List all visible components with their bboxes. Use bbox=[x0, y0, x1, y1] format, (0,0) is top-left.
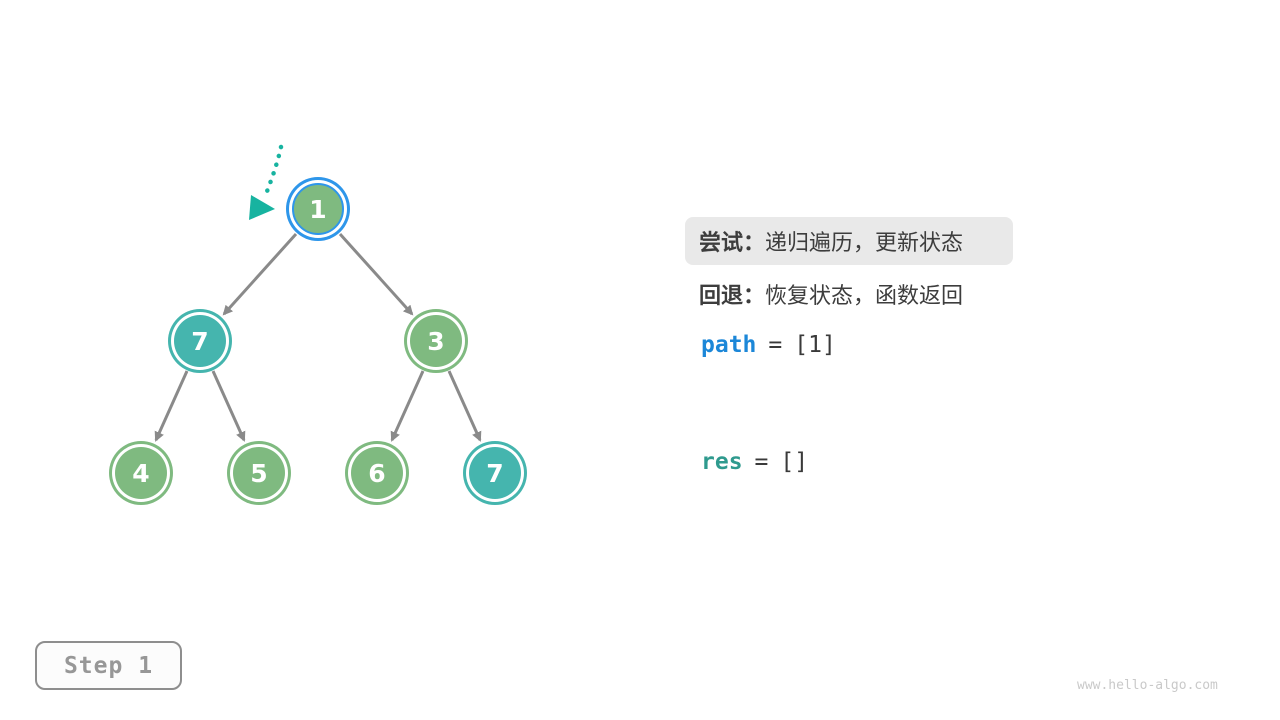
try-text: 递归遍历，更新状态 bbox=[765, 230, 964, 255]
dotted-arrow-icon bbox=[249, 144, 284, 220]
try-action-highlight: 尝试：递归遍历，更新状态 bbox=[685, 217, 1013, 265]
tree-node-6: 6 bbox=[351, 447, 403, 499]
node-value: 6 bbox=[368, 458, 386, 488]
equals-sign: = bbox=[754, 449, 769, 475]
step-label: Step 1 bbox=[63, 652, 154, 679]
try-label: 尝试： bbox=[699, 230, 766, 255]
back-text: 恢复状态，函数返回 bbox=[765, 283, 964, 308]
node-value: 4 bbox=[132, 458, 150, 488]
edge-lines bbox=[154, 232, 482, 442]
res-variable-value: [] bbox=[780, 449, 809, 475]
node-value: 5 bbox=[250, 458, 268, 488]
res-variable-line: res = [] bbox=[701, 449, 808, 475]
path-variable-line: path = [1] bbox=[701, 332, 836, 358]
step-badge: Step 1 bbox=[35, 641, 182, 690]
equals-sign: = bbox=[768, 332, 783, 358]
watermark: www.hello-algo.com bbox=[1077, 678, 1218, 693]
back-label: 回退： bbox=[699, 283, 766, 308]
tree-node-7-left: 7 bbox=[174, 315, 226, 367]
res-variable-name: res bbox=[701, 449, 743, 475]
path-variable-value: [1] bbox=[794, 332, 836, 358]
node-value: 7 bbox=[191, 326, 209, 356]
tree-node-4: 4 bbox=[115, 447, 167, 499]
path-variable-name: path bbox=[701, 332, 757, 358]
backtrack-action-line: 回退：恢复状态，函数返回 bbox=[699, 280, 963, 308]
tree-edges bbox=[154, 144, 482, 442]
node-value: 1 bbox=[309, 194, 327, 224]
node-value: 3 bbox=[427, 326, 445, 356]
tree-node-5: 5 bbox=[233, 447, 285, 499]
node-value: 7 bbox=[486, 458, 504, 488]
tree-node-1-current: 1 bbox=[292, 183, 344, 235]
tree-node-7-right: 7 bbox=[469, 447, 521, 499]
tree-node-3: 3 bbox=[410, 315, 462, 367]
